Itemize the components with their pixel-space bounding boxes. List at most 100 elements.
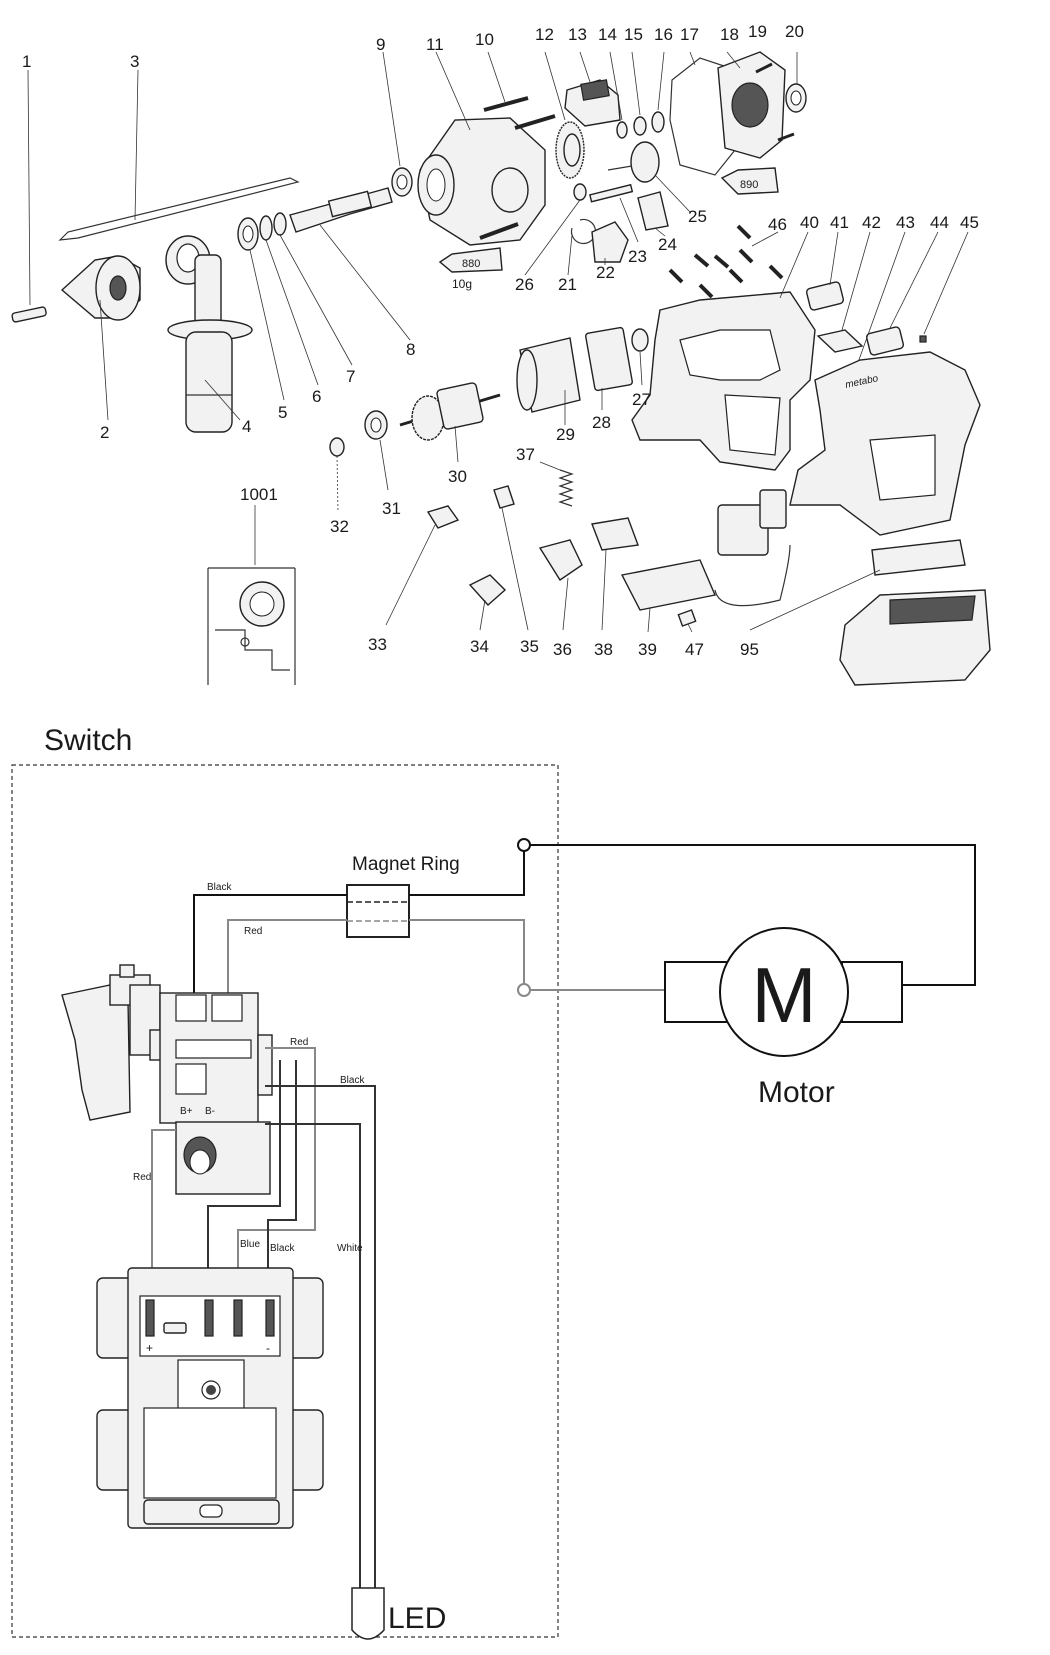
part-num-23: 23 [628,247,647,266]
magnet-ring-label: Magnet Ring [352,854,460,875]
part-num-9: 9 [376,35,385,54]
part-num-8: 8 [406,340,415,359]
part-num-25: 25 [688,207,707,226]
part-num-27: 27 [632,390,651,409]
part-20-nut [785,52,807,113]
grease-tube-890: 890 [720,167,779,195]
battery-plus: + [146,1341,153,1355]
part-2-chuck [60,255,141,421]
part-num-26: 26 [515,275,534,294]
motor-symbol: M Motor [664,927,903,1109]
part-95-battery [749,539,991,686]
part-37-spring [539,461,574,507]
part-8-spindle [289,187,411,341]
part-4-side-handle [165,235,253,433]
part-num-43: 43 [896,213,915,232]
parts-21-22-26 [524,183,629,276]
black-wire-to-motor [530,844,976,986]
part-num-42: 42 [862,213,881,232]
part-num-41: 41 [830,213,849,232]
part-38-plate [591,517,639,631]
part-num-29: 29 [556,425,575,444]
led: LED [351,1587,446,1640]
part-num-47: 47 [685,640,704,659]
grease-tube-880-weight: 10g [452,277,472,291]
part-num-37: 37 [516,445,535,464]
parts-41-45 [805,231,969,377]
red-terminal [517,983,531,997]
led-label: LED [388,1602,446,1635]
part-num-28: 28 [592,413,611,432]
grease-tube-880: 880 10g [438,247,503,291]
motor-letter: M [752,951,817,1039]
part-9-bearing [382,51,413,197]
part-28-brush-holder [585,326,633,410]
part-num-2: 2 [100,423,109,442]
inset-1001 [207,505,296,685]
part-num-12: 12 [535,25,554,44]
battery-holder: + - [96,1267,324,1529]
part-num-5: 5 [278,403,287,422]
part-24-bracket [637,191,669,237]
part-13-pad [564,51,621,127]
part-num-40: 40 [800,213,819,232]
part-32-nut [329,437,345,513]
part-31-bearing [364,410,389,491]
part-12-gear [544,51,585,179]
part-num-10: 10 [475,30,494,49]
part-29-sleeve [516,337,581,425]
part-number-labels: 1 3 9 11 10 12 13 14 15 16 17 18 19 20 2… [22,22,979,659]
motor-label: Motor [758,1076,835,1109]
part-1-pin [11,69,47,323]
part-18-flange [717,51,786,159]
red-wire-main [227,919,525,1000]
wire-label-red-left: Red [133,1172,151,1183]
part-num-1: 1 [22,52,31,71]
part-num-38: 38 [594,640,613,659]
part-num-45: 45 [960,213,979,232]
part-11-gear-housing [417,51,546,246]
parts-33-36 [385,485,583,631]
part-39-switch [620,489,791,633]
part-num-24: 24 [658,235,677,254]
part-num-17: 17 [680,25,699,44]
part-num-7: 7 [346,367,355,386]
blue-wire [207,1060,281,1296]
red-wire-right [237,1047,316,1290]
part-43-housing-right: metabo [789,351,981,536]
part-10-screws [479,51,556,240]
part-num-15: 15 [624,25,643,44]
part-num-4: 4 [242,417,251,436]
black-wire-right [265,1085,376,1588]
parts-5-6-7-rings [237,212,353,401]
wire-label-black-top: Black [207,882,232,893]
part-num-39: 39 [638,640,657,659]
wire-label-black-right: Black [340,1075,365,1086]
wire-label-black-bottom: Black [270,1243,295,1254]
grease-tube-880-label: 880 [462,258,480,270]
part-num-13: 13 [568,25,587,44]
part-num-35: 35 [520,637,539,656]
part-num-33: 33 [368,635,387,654]
black-wire-main [193,845,525,1000]
red-wire-left [151,1129,176,1296]
switch-boundary [11,764,559,1638]
black-wire-bottom [267,1060,297,1296]
grease-tube-890-label: 890 [740,179,758,191]
part-num-16: 16 [654,25,673,44]
part-23-pin [589,183,639,243]
part-num-44: 44 [930,213,949,232]
part-num-1001: 1001 [240,485,278,504]
wire-label-blue: Blue [240,1239,260,1250]
terminal-b-plus: B+ [180,1106,193,1117]
wire-label-red-right: Red [290,1037,308,1048]
battery-minus: - [266,1341,270,1355]
part-num-14: 14 [598,25,617,44]
wire-label-red-top: Red [244,926,262,937]
magnet-ring: Magnet Ring [346,854,460,938]
part-num-22: 22 [596,263,615,282]
part-3-rod [58,69,300,241]
part-num-36: 36 [553,640,572,659]
part-num-19: 19 [748,22,767,41]
